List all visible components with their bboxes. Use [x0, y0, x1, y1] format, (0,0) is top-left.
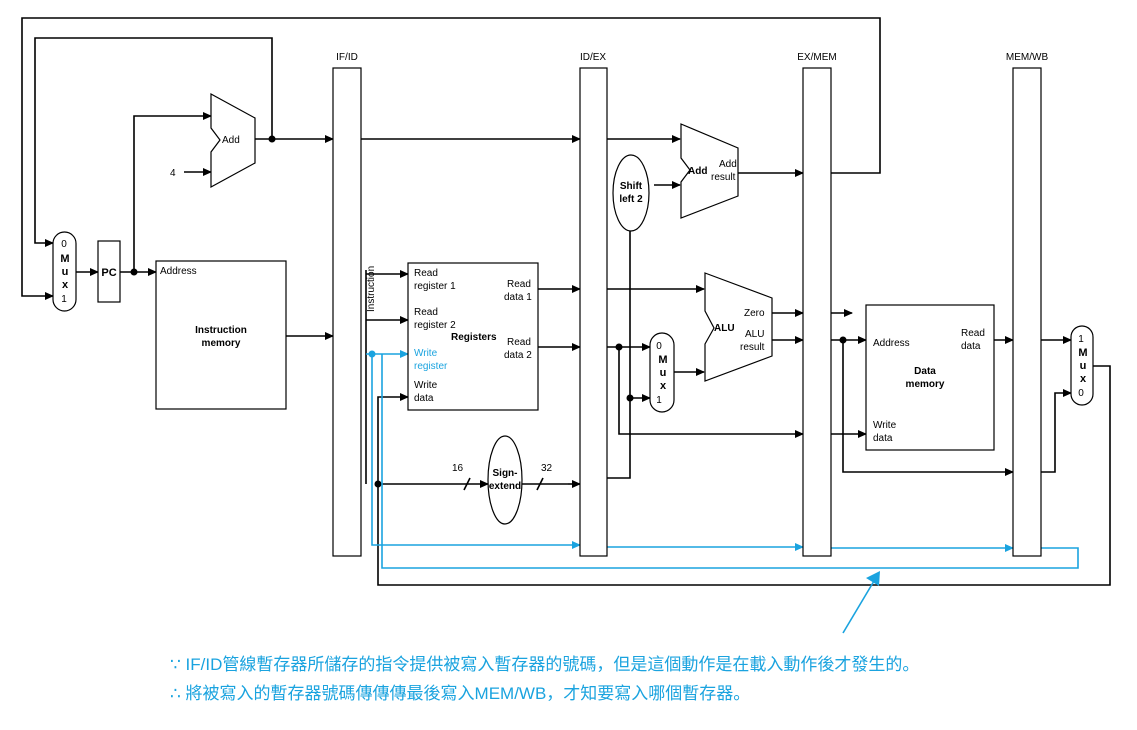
svg-text:Sign-: Sign- [493, 468, 518, 479]
svg-text:0: 0 [656, 341, 662, 352]
if-id-label: IF/ID [336, 52, 358, 63]
note-line-2: ∴ 將被寫入的暫存器號碼傳傳傳最後寫入MEM/WB，才知要寫入哪個暫存器。 [170, 684, 751, 703]
svg-text:1: 1 [61, 294, 67, 305]
write-register-path [366, 350, 1079, 634]
svg-text:Read: Read [961, 328, 985, 339]
pipeline-registers: IF/ID ID/EX EX/MEM MEM/WB [332, 52, 1049, 557]
if-id-register [332, 67, 362, 557]
svg-text:data 1: data 1 [504, 292, 532, 303]
svg-text:Write: Write [414, 348, 438, 359]
svg-text:memory: memory [906, 379, 945, 390]
shift-left-unit: Shift left 2 [612, 154, 650, 232]
pc-mux: 0 M u x 1 [52, 231, 77, 312]
svg-text:ALU: ALU [745, 329, 764, 340]
svg-text:u: u [1080, 360, 1087, 372]
id-ex-register [579, 67, 608, 557]
annotation-notes: ∵ IF/ID管線暫存器所儲存的指令提供被寫入暫存器的號碼，但是這個動作是在載入… [170, 650, 919, 708]
svg-text:result: result [711, 172, 736, 183]
svg-text:Write: Write [414, 380, 438, 391]
svg-text:Registers: Registers [451, 332, 497, 343]
svg-text:data: data [414, 393, 434, 404]
pc-adder: Add [210, 92, 256, 189]
svg-text:left 2: left 2 [619, 194, 643, 205]
alu-mux: 0 M u x 1 [649, 332, 675, 413]
svg-text:result: result [740, 342, 765, 353]
svg-text:Add: Add [688, 166, 707, 177]
mem-wb-label: MEM/WB [1006, 52, 1049, 63]
svg-text:M: M [60, 253, 69, 265]
alu: ALU Zero ALU result [704, 272, 773, 382]
svg-text:0: 0 [1078, 388, 1084, 399]
svg-text:Write: Write [873, 420, 897, 431]
svg-text:x: x [1080, 373, 1087, 385]
svg-text:u: u [660, 367, 667, 379]
program-counter: PC [97, 240, 121, 303]
id-ex-label: ID/EX [580, 52, 606, 63]
sign-extend-out-width: 32 [541, 463, 553, 474]
svg-text:M: M [658, 354, 667, 366]
svg-text:register 1: register 1 [414, 281, 456, 292]
note-line-1: ∵ IF/ID管線暫存器所儲存的指令提供被寫入暫存器的號碼，但是這個動作是在載入… [170, 655, 920, 674]
svg-text:0: 0 [61, 239, 67, 250]
svg-text:Add: Add [719, 159, 737, 170]
branch-adder: Add Add result [680, 123, 739, 219]
svg-text:u: u [62, 266, 69, 278]
instruction-label: Instruction [366, 266, 377, 312]
svg-text:extend: extend [489, 481, 521, 492]
instruction-memory: Address Instruction memory [155, 260, 287, 410]
svg-text:Zero: Zero [744, 308, 765, 319]
ex-mem-register [802, 67, 832, 557]
svg-text:data: data [961, 341, 981, 352]
sign-extend-unit: Sign- extend [487, 435, 523, 525]
mem-wb-register [1012, 67, 1042, 557]
svg-text:data: data [873, 433, 893, 444]
svg-text:Data: Data [914, 366, 936, 377]
svg-text:ALU: ALU [714, 323, 735, 334]
pointer-arrow-head [866, 571, 880, 586]
svg-text:1: 1 [656, 395, 662, 406]
svg-text:data 2: data 2 [504, 350, 532, 361]
writeback-mux: 1 M u x 0 [1070, 325, 1094, 406]
constant-four: 4 [170, 168, 176, 179]
data-memory: Address Read data Data memory Write data [865, 304, 995, 451]
svg-text:M: M [1078, 347, 1087, 359]
register-file: Read register 1 Read register 2 Write re… [407, 262, 539, 411]
svg-text:1: 1 [1078, 334, 1084, 345]
svg-text:register: register [414, 361, 448, 372]
svg-text:register 2: register 2 [414, 320, 456, 331]
svg-text:Read: Read [414, 307, 438, 318]
wires [21, 17, 1111, 586]
svg-text:x: x [660, 380, 667, 392]
svg-text:Address: Address [160, 266, 197, 277]
svg-text:Read: Read [414, 268, 438, 279]
svg-text:x: x [62, 279, 69, 291]
sign-extend-in-width: 16 [452, 463, 464, 474]
ex-mem-label: EX/MEM [797, 52, 836, 63]
svg-text:Address: Address [873, 338, 910, 349]
svg-text:Shift: Shift [620, 181, 643, 192]
svg-text:memory: memory [202, 338, 241, 349]
svg-text:Read: Read [507, 279, 531, 290]
svg-text:PC: PC [101, 267, 116, 279]
svg-text:Read: Read [507, 337, 531, 348]
svg-text:Add: Add [222, 135, 240, 146]
svg-text:Instruction: Instruction [195, 325, 247, 336]
